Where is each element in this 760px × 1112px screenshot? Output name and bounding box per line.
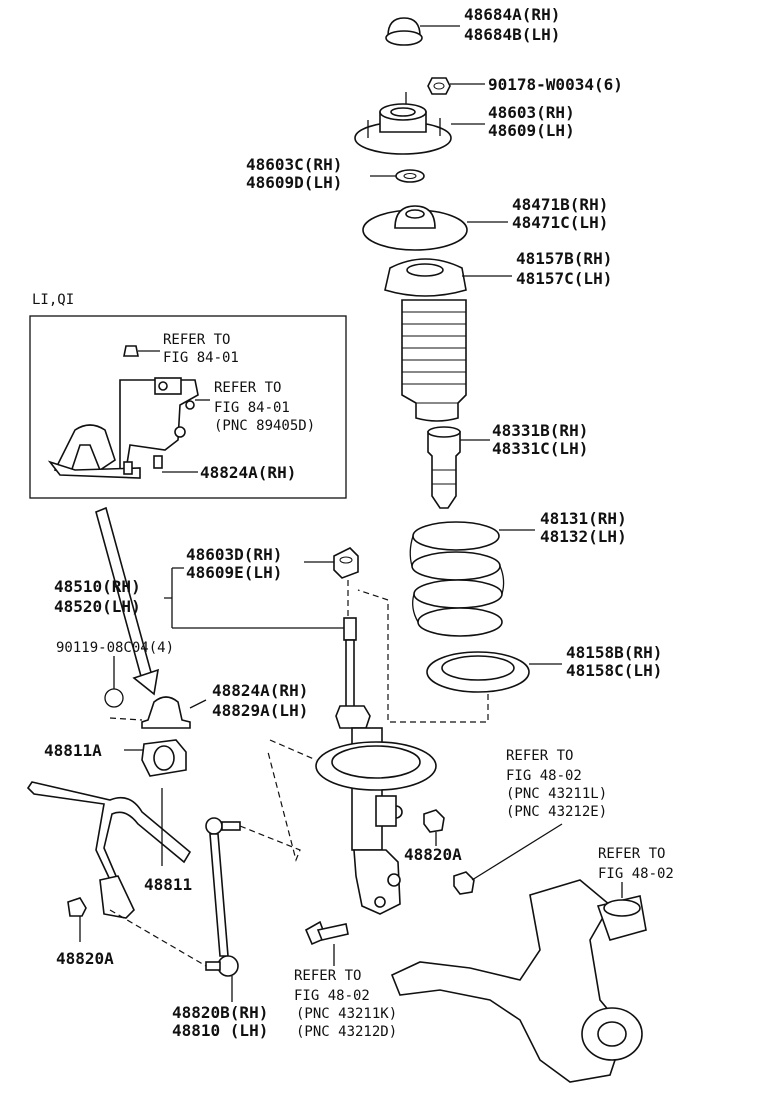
strut-mount: [354, 92, 452, 155]
inset-label-48824a: 48824A(RH): [200, 463, 296, 482]
leader-48510-bracket: [164, 567, 184, 628]
direction-arrow: [95, 506, 160, 696]
inset-refer2-line2: FIG 84-01: [214, 400, 290, 416]
stabilizer-bushing: [141, 739, 187, 777]
knuckle-nut: [453, 871, 475, 895]
label-48331b-rh: 48331B(RH): [492, 421, 588, 440]
label-48820a-left: 48820A: [56, 949, 114, 968]
label-48684-rh: 48684A(RH): [464, 5, 560, 24]
upper-spring-seat: [362, 205, 468, 251]
label-48829a-lh: 48829A(LH): [212, 701, 308, 720]
circle-b-marker: [104, 688, 124, 708]
label-48158c-lh: 48158C(LH): [566, 661, 662, 680]
inset-box: [29, 315, 347, 499]
bracket-nut: [67, 897, 87, 917]
stabilizer-bar: [26, 781, 192, 919]
label-48157b-rh: 48157B(RH): [516, 249, 612, 268]
bump-stop: [427, 426, 461, 509]
mount-washer: [395, 169, 425, 183]
label-48820a-right: 48820A: [404, 845, 462, 864]
label-48331c-lh: 48331C(LH): [492, 439, 588, 458]
refer-bottom-line1: REFER TO: [294, 968, 361, 984]
label-48510-rh: 48510(RH): [54, 577, 141, 596]
stabilizer-link: [205, 817, 241, 977]
label-48603c-rh: 48603C(RH): [246, 155, 342, 174]
inset-title: LI,QI: [32, 292, 74, 308]
label-48603-rh: 48603(RH): [488, 103, 575, 122]
label-48684-lh: 48684B(LH): [464, 25, 560, 44]
bracket-dashline: [109, 717, 143, 721]
refer-top-line1: REFER TO: [598, 846, 665, 862]
inset-refer1-line2: FIG 84-01: [163, 350, 239, 366]
refer-pnc-line3: (PNC 43211L): [506, 786, 607, 802]
inset-bracket-drawing: [47, 345, 199, 479]
label-90178: 90178-W0034(6): [488, 75, 623, 94]
strut-mount-cap: [385, 17, 423, 46]
label-48520-lh: 48520(LH): [54, 597, 141, 616]
steering-knuckle: [390, 879, 647, 1083]
label-48132-lh: 48132(LH): [540, 527, 627, 546]
inset-refer2-line1: REFER TO: [214, 380, 281, 396]
nut-dashline: [109, 909, 207, 967]
label-48471c-lh: 48471C(LH): [512, 213, 608, 232]
label-48824a-rh: 48824A(RH): [212, 681, 308, 700]
strut-knuckle-bolt: [304, 920, 349, 946]
label-48810-lh: 48810 (LH): [172, 1021, 268, 1040]
inset-refer1-line1: REFER TO: [163, 332, 230, 348]
label-48131-rh: 48131(RH): [540, 509, 627, 528]
refer-top-line2: FIG 48-02: [598, 866, 674, 882]
label-48811: 48811: [144, 875, 192, 894]
leader-48824a: [189, 699, 207, 709]
dust-boot: [384, 258, 467, 422]
strut-rod-nut: [333, 547, 359, 579]
label-48603d-rh: 48603D(RH): [186, 545, 282, 564]
refer-pnc-line1: REFER TO: [506, 748, 573, 764]
link-dashline: [239, 751, 301, 862]
lower-spring-insulator: [426, 651, 530, 693]
strut-bolt-nut: [423, 809, 445, 833]
leader-refer-4802-pnc: [471, 823, 563, 881]
coil-spring: [409, 521, 505, 637]
assembly-dashline: [357, 589, 489, 723]
label-48158b-rh: 48158B(RH): [566, 643, 662, 662]
label-48609e-lh: 48609E(LH): [186, 563, 282, 582]
label-48811a: 48811A: [44, 741, 102, 760]
label-90119: 90119-08C04(4): [56, 640, 174, 656]
refer-pnc-line2: FIG 48-02: [506, 768, 582, 784]
label-48157c-lh: 48157C(LH): [516, 269, 612, 288]
refer-bottom-line3: (PNC 43211K): [296, 1006, 397, 1022]
label-48609d-lh: 48609D(LH): [246, 173, 342, 192]
refer-bottom-line4: (PNC 43212D): [296, 1024, 397, 1040]
label-48820b-rh: 48820B(RH): [172, 1003, 268, 1022]
refer-bottom-line2: FIG 48-02: [294, 988, 370, 1004]
refer-pnc-line4: (PNC 43212E): [506, 804, 607, 820]
mount-nut: [427, 77, 451, 95]
inset-refer2-line3: (PNC 89405D): [214, 418, 315, 434]
label-48609-lh: 48609(LH): [488, 121, 575, 140]
strut-link-dashline: [269, 739, 317, 761]
label-48471b-rh: 48471B(RH): [512, 195, 608, 214]
shock-absorber-strut: [315, 580, 437, 915]
stabilizer-bracket: [141, 696, 191, 729]
